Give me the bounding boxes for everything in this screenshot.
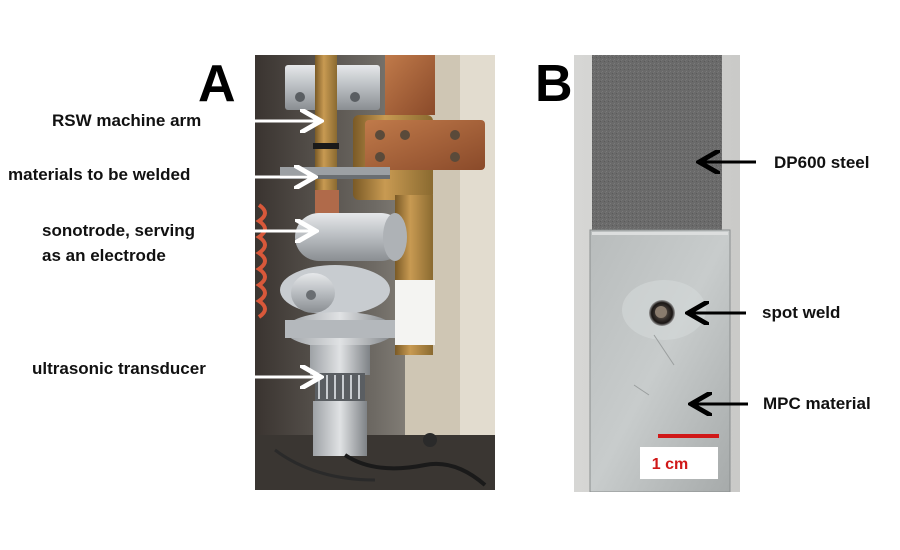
welding-machine-photo xyxy=(255,55,495,490)
label-spot-weld: spot weld xyxy=(762,303,841,322)
label-mpc-material: MPC material xyxy=(763,394,871,413)
label-dp600-steel: DP600 steel xyxy=(774,153,870,172)
panel-letter-b: B xyxy=(535,55,573,113)
welded-sample-photo xyxy=(574,55,740,492)
label-sonotrode-line1: sonotrode, serving xyxy=(42,221,196,240)
scale-bar-label: 1 cm xyxy=(651,456,689,473)
label-materials-to-be-welded: materials to be welded xyxy=(8,165,191,184)
label-sonotrode-line2: as an electrode xyxy=(42,246,166,265)
label-ultrasonic-transducer: ultrasonic transducer xyxy=(32,359,206,378)
panel-letter-a: A xyxy=(198,55,236,113)
label-rsw-machine-arm: RSW machine arm xyxy=(52,111,202,130)
